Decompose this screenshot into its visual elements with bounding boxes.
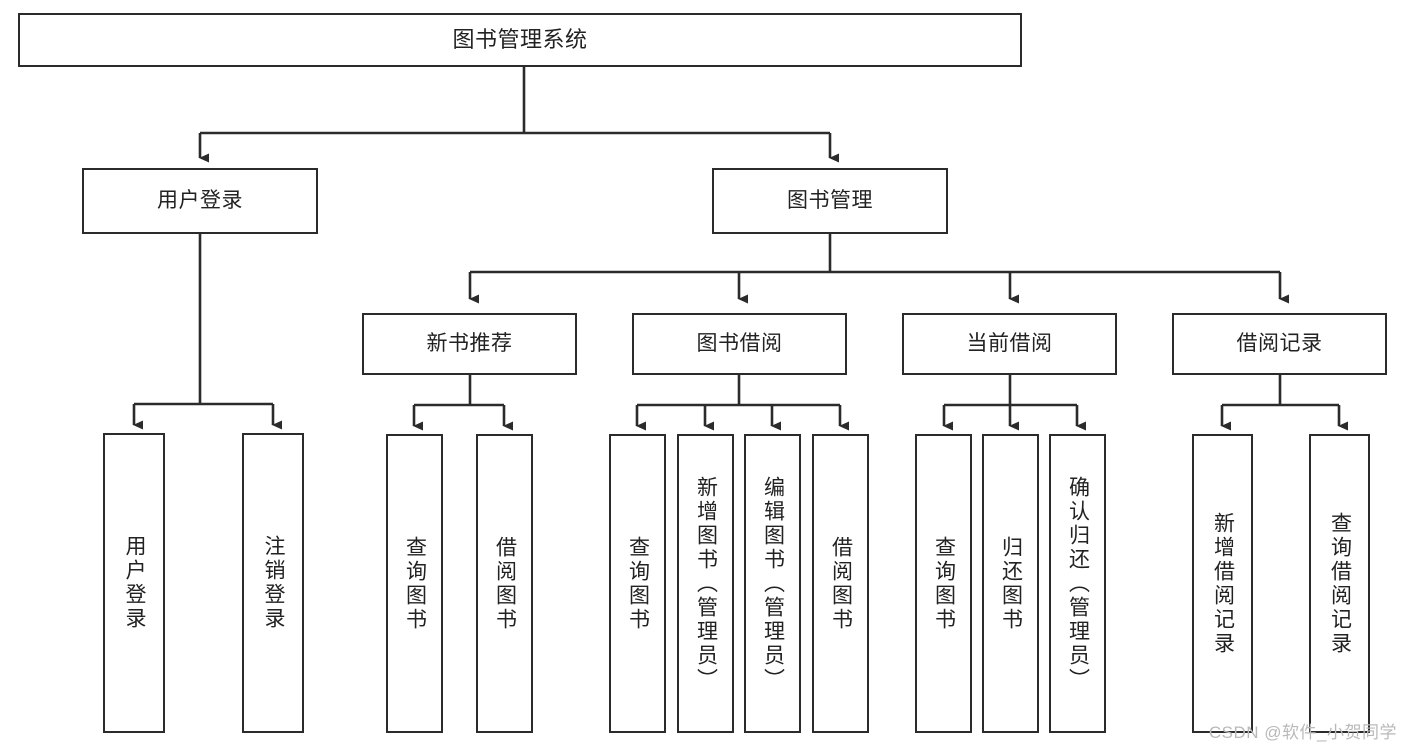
leaf-user-login-signout[interactable]: 注销登录	[242, 433, 304, 733]
csdn-watermark: CSDN @软件_小贺同学	[1208, 723, 1397, 742]
node-book-borrow[interactable]: 图书借阅	[632, 313, 847, 375]
leaf-recommend-query-book[interactable]: 查询图书	[386, 434, 443, 733]
leaf-user-login-signin[interactable]: 用户登录	[103, 433, 165, 733]
node-label: 借阅图书	[829, 535, 853, 632]
node-label: 查询借阅记录	[1328, 511, 1352, 656]
leaf-borrow-borrow-book[interactable]: 借阅图书	[812, 434, 869, 733]
node-label: 借阅记录	[1236, 331, 1323, 355]
leaf-record-add-record[interactable]: 新增借阅记录	[1192, 434, 1253, 733]
node-label: 新书推荐	[426, 331, 513, 355]
node-label: 查询图书	[626, 535, 650, 632]
leaf-current-return-book[interactable]: 归还图书	[982, 434, 1039, 733]
node-label: 图书借阅	[696, 331, 783, 355]
node-label: 当前借阅	[966, 331, 1053, 355]
node-current-borrow[interactable]: 当前借阅	[902, 313, 1117, 375]
node-label: 新增图书（管理员）	[694, 475, 718, 692]
leaf-borrow-edit-book-admin[interactable]: 编辑图书（管理员）	[744, 434, 801, 733]
node-label: 归还图书	[999, 535, 1023, 632]
node-new-book-recommend[interactable]: 新书推荐	[362, 313, 577, 375]
node-borrow-record[interactable]: 借阅记录	[1172, 313, 1387, 375]
node-label: 借阅图书	[493, 535, 517, 632]
node-label: 用户登录	[123, 535, 147, 631]
leaf-recommend-borrow-book[interactable]: 借阅图书	[476, 434, 533, 733]
leaf-borrow-add-book-admin[interactable]: 新增图书（管理员）	[677, 434, 734, 733]
node-label: 用户登录	[157, 188, 243, 212]
node-label: 查询图书	[932, 535, 956, 632]
node-label: 查询图书	[403, 535, 427, 632]
leaf-borrow-query-book[interactable]: 查询图书	[609, 434, 666, 733]
node-root-system[interactable]: 图书管理系统	[18, 13, 1022, 67]
leaf-current-query-book[interactable]: 查询图书	[915, 434, 972, 733]
node-label: 新增借阅记录	[1211, 511, 1235, 656]
node-label: 注销登录	[262, 535, 286, 631]
leaf-current-confirm-return-admin[interactable]: 确认归还（管理员）	[1049, 434, 1106, 733]
node-label: 图书管理系统	[452, 27, 588, 53]
node-label: 编辑图书（管理员）	[761, 475, 785, 692]
node-user-login[interactable]: 用户登录	[82, 168, 318, 234]
node-book-management[interactable]: 图书管理	[712, 168, 948, 234]
node-label: 确认归还（管理员）	[1066, 475, 1090, 692]
leaf-record-query-record[interactable]: 查询借阅记录	[1309, 434, 1370, 733]
node-label: 图书管理	[787, 188, 873, 212]
